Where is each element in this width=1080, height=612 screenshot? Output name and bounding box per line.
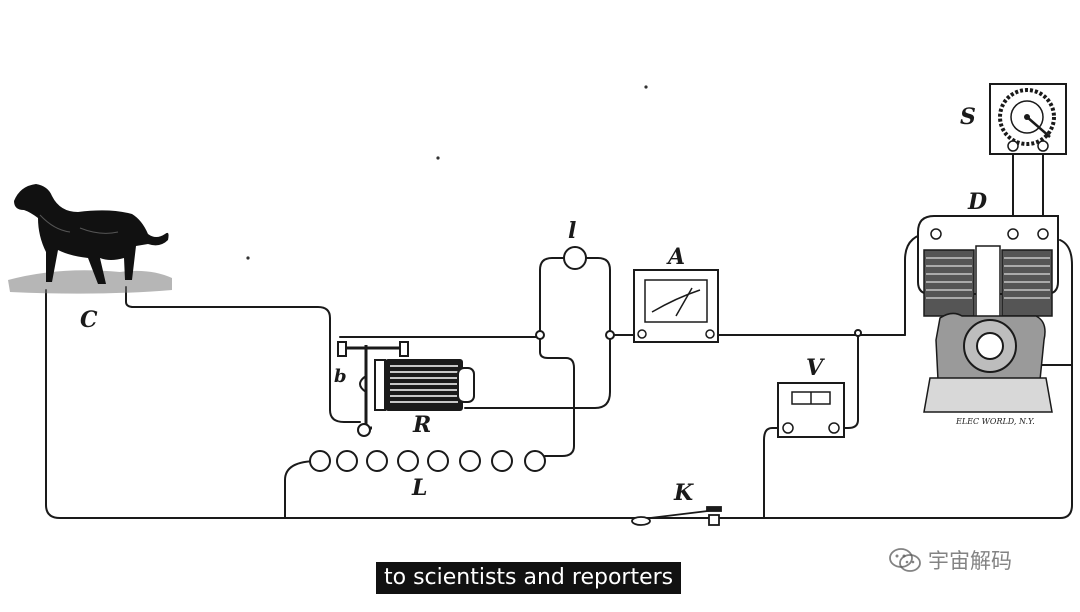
voltmeter-lead-left <box>763 427 788 519</box>
label-l-bank: L <box>411 475 427 501</box>
label-r: R <box>412 412 431 438</box>
speck <box>436 156 440 160</box>
voltmeter-v <box>777 382 845 438</box>
junction-dot <box>605 330 615 340</box>
lamp-loop-left <box>539 257 565 338</box>
label-s: S <box>960 104 976 130</box>
speck <box>644 85 648 89</box>
junction-dot <box>854 329 862 337</box>
main-circuit-wire <box>45 289 1073 519</box>
label-v: V <box>806 355 825 381</box>
dynamo-d <box>917 215 1059 413</box>
regulator-s <box>989 83 1067 155</box>
switch-k <box>631 506 722 526</box>
lamp-l <box>563 246 587 270</box>
wechat-icon <box>889 548 921 572</box>
lamp-bank-l <box>309 450 546 472</box>
junction-dot <box>535 330 545 340</box>
label-a: A <box>666 244 685 270</box>
dynamo-right-wire <box>1019 239 1073 366</box>
label-c: C <box>80 307 98 333</box>
voltmeter-lead-right <box>835 332 859 429</box>
watermark-text: 宇宙解码 <box>928 549 1012 573</box>
relay-left-loop <box>329 344 361 423</box>
relay-r <box>337 341 475 437</box>
label-d: D <box>967 189 987 215</box>
ammeter-a <box>633 269 719 343</box>
dog-illustration <box>8 184 172 294</box>
label-b: b <box>334 366 347 387</box>
subtitle-caption: to scientists and reporters <box>376 562 682 594</box>
channel-watermark: 宇宙解码 <box>888 543 1012 577</box>
publisher-imprint: ELEC WORLD, N.Y. <box>955 417 1035 426</box>
speck <box>246 256 250 260</box>
label-l-lamp: l <box>568 218 576 244</box>
relay-to-lamp-bank <box>539 336 575 457</box>
lamp-loop-right <box>585 257 611 336</box>
label-k: K <box>673 480 694 506</box>
c-lead-wire <box>125 286 331 346</box>
lamp-return-wire <box>464 334 611 409</box>
